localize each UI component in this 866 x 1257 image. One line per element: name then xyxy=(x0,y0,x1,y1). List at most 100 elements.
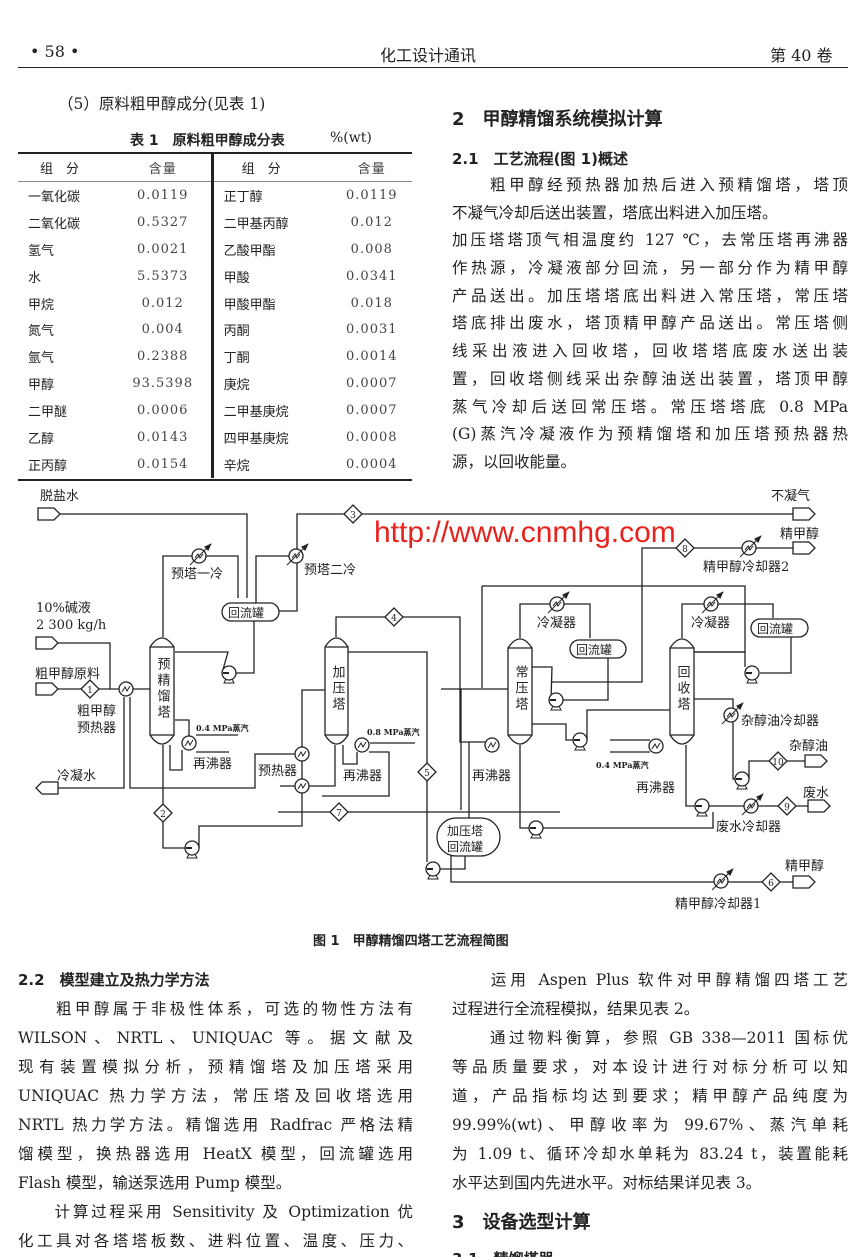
content-value: 0.0006 xyxy=(136,403,189,419)
text-line: Flash 模型，输送泵选用 Pump 模型。 xyxy=(18,1174,292,1192)
heat-exchanger-icon xyxy=(118,681,134,697)
text-line: 99.99%(wt)、甲醇收率为 99.67%、蒸汽单耗 xyxy=(452,1116,848,1134)
atmospheric-column xyxy=(507,638,533,745)
content-value: 0.0008 xyxy=(346,429,398,445)
label-methanol-bottom: 精甲醇 xyxy=(785,858,824,874)
heat-exchanger-icon xyxy=(354,737,370,753)
cooler-icon xyxy=(721,702,744,725)
label-methanol-top: 精甲醇 xyxy=(780,526,819,542)
outlet-waste-water xyxy=(807,799,831,813)
text-line: 加压塔塔顶气相温度约 127 ℃，去常压塔再沸器 xyxy=(452,231,848,250)
stream-number: 5 xyxy=(424,769,430,779)
pipe-line xyxy=(563,658,609,701)
text-line: 塔底排出废水，塔顶精甲醇产品送出。常压塔侧 xyxy=(452,314,848,333)
stream-1-marker: 1 xyxy=(80,679,100,699)
table-bottom-rule xyxy=(18,479,412,481)
item-5-heading: （5）原料粗甲醇成分(见表 1) xyxy=(58,95,266,113)
pipe-line xyxy=(342,745,358,765)
text-line: 计算过程采用 Sensitivity 及 Optimization 优 xyxy=(18,1203,413,1221)
label-atm-column: 常压塔 xyxy=(513,665,529,713)
reflux-drum-icon xyxy=(750,618,809,638)
pre-distillation-column xyxy=(149,637,175,745)
component-name: 氢气 xyxy=(28,243,55,259)
table-header-row: 组 分含量组 分含量 xyxy=(18,153,412,182)
component-name: 二甲醚 xyxy=(28,405,68,421)
pressure-column-reflux-drum xyxy=(436,817,501,857)
label-reflux-drum: 回流罐 xyxy=(757,622,793,636)
text-line: 现有装置模拟分析，预精馏塔及加压塔采用 xyxy=(18,1058,413,1076)
label-pc-drum1: 加压塔 xyxy=(447,824,483,838)
label-noncondensable: 不凝气 xyxy=(771,488,810,504)
stream-6-marker: 6 xyxy=(761,872,781,892)
label-reflux-drum: 回流罐 xyxy=(228,606,264,620)
stream-3-marker: 3 xyxy=(343,504,363,524)
stream-number: 4 xyxy=(391,614,397,624)
pipe-line xyxy=(552,547,793,683)
section-2-title: 2 甲醇精馏系统模拟计算 xyxy=(452,109,663,130)
component-name: 氮气 xyxy=(28,324,55,340)
stream-number: 8 xyxy=(682,545,688,555)
outlet-fusel-oil xyxy=(804,754,828,768)
component-name: 二甲基丙醇 xyxy=(210,208,332,236)
content-value: 0.0031 xyxy=(346,322,398,338)
component-name: 甲酸甲酯 xyxy=(210,289,332,317)
text-line: UNIQUAC 热力学方法，常压塔及回收塔选用 xyxy=(18,1087,413,1105)
text-line: 线采出液进入回收塔，回收塔塔底废水送出装 xyxy=(452,342,848,361)
label-recovery-column: 回收塔 xyxy=(675,665,691,713)
content-value: 93.5398 xyxy=(132,376,194,392)
heat-exchanger-icon xyxy=(484,737,500,753)
label-reboiler: 再沸器 xyxy=(636,781,675,796)
stream-number: 9 xyxy=(784,803,790,813)
pump-icon xyxy=(184,840,200,859)
content-value: 0.0119 xyxy=(136,187,189,203)
pipe-line xyxy=(175,651,229,674)
component-name: 二甲基庚烷 xyxy=(210,397,332,425)
text-line: 水平达到国内先进水平。对标结果详见表 3。 xyxy=(452,1174,762,1192)
text-line: 不凝气冷却后送出装置，塔底出料进入加压塔。 xyxy=(452,203,778,222)
label-reboiler: 再沸器 xyxy=(472,769,511,784)
section-2-1-title: 2.1 工艺流程(图 1)概述 xyxy=(452,150,628,168)
text-line: 为 1.09 t、循环冷却水单耗为 83.24 t，装置能耗 xyxy=(452,1145,848,1163)
text-line: WILSON、NRTL、UNIQUAC 等。据文献及 xyxy=(18,1029,413,1047)
pipe-line xyxy=(586,709,670,740)
label-cooler1-label: 精甲醇冷却器1 xyxy=(675,896,761,912)
stream-5-marker: 5 xyxy=(417,762,437,782)
label-caustic2: 2 300 kg/h xyxy=(36,618,107,633)
content-value: 0.0143 xyxy=(136,429,189,445)
label-ww-cooler: 废水冷却器 xyxy=(716,819,781,835)
content-value: 0.0341 xyxy=(346,268,398,284)
component-name: 甲烷 xyxy=(28,297,55,313)
pipe-line xyxy=(236,620,255,674)
content-value: 0.2388 xyxy=(136,349,189,365)
table-unit: %(wt) xyxy=(330,130,372,146)
inlet-desalted-water xyxy=(37,507,61,521)
label-crude-feed: 粗甲醇原料 xyxy=(35,666,100,682)
label-pressure-column: 加压塔 xyxy=(330,665,346,713)
content-value: 0.5327 xyxy=(136,214,189,230)
label-cooler2-label: 精甲醇冷却器2 xyxy=(703,559,789,575)
pump-icon xyxy=(221,665,237,684)
pump-icon xyxy=(425,861,441,880)
content-value: 0.0021 xyxy=(136,241,189,257)
pipe-line xyxy=(694,698,735,780)
cooler-icon xyxy=(547,591,570,614)
table-caption: 表 1 原料粗甲醇成分表 xyxy=(130,133,285,149)
content-value: 0.004 xyxy=(141,322,184,338)
component-name: 四甲基庚烷 xyxy=(210,424,332,451)
text-line: 运用 Aspen Plus 软件对甲醇精馏四塔工艺 xyxy=(452,971,848,989)
pump-icon xyxy=(572,732,588,751)
pipe-line xyxy=(685,745,695,807)
pipe-line xyxy=(57,697,125,789)
text-line: 源，以回收能量。 xyxy=(452,452,577,471)
cooler-icon xyxy=(711,868,734,891)
figure-caption: 图 1 甲醇精馏四塔工艺流程简图 xyxy=(313,934,509,949)
section-3-1-title: 3.1 精馏塔器 xyxy=(452,1248,554,1257)
label-condenser: 冷凝器 xyxy=(537,615,576,631)
